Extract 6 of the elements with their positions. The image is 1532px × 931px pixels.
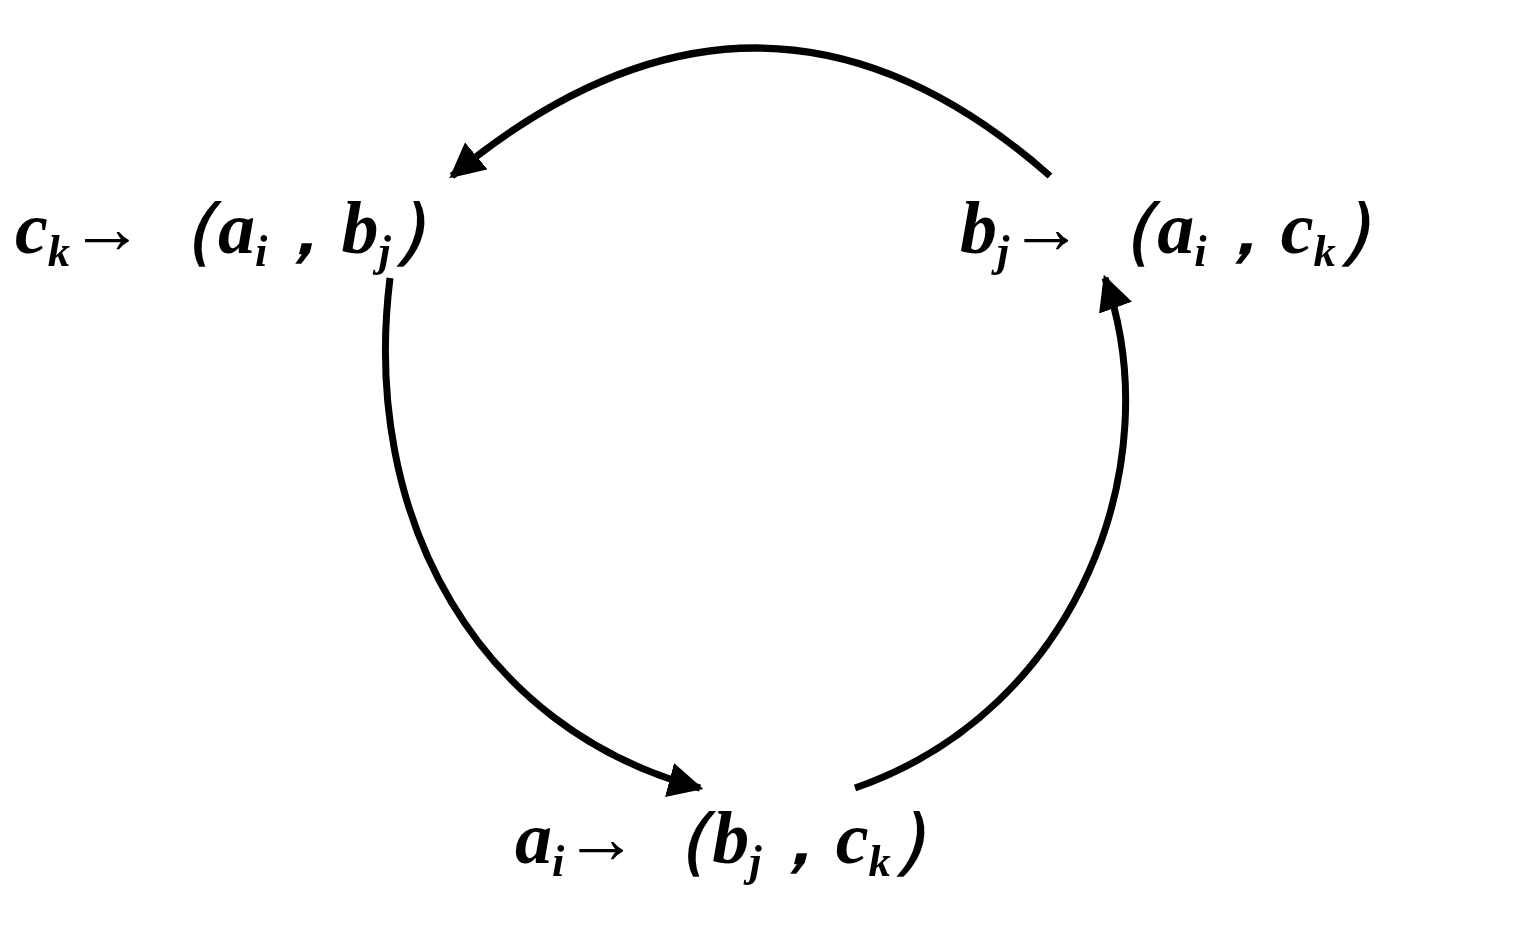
curved-arrow [853, 274, 1131, 792]
formula-label: a$_{i}$→（b$_{j}$，c$_{k}$） [515, 790, 965, 886]
formula-label: b$_{j}$→（a$_{i}$，c$_{k}$） [960, 180, 1410, 276]
curved-arrow [382, 277, 704, 795]
curved-arrow [449, 44, 1053, 179]
formula-label: c$_{k}$→（a$_{i}$，b$_{j}$） [15, 180, 465, 276]
